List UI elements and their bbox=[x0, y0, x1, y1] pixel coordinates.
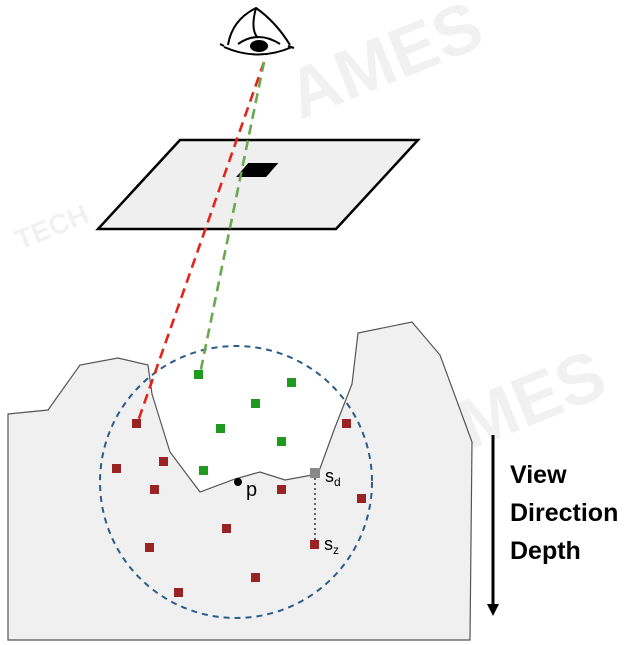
visible-samples bbox=[194, 370, 296, 475]
occluded-sample bbox=[174, 588, 183, 597]
visible-sample bbox=[194, 370, 203, 379]
occluded-samples bbox=[112, 419, 366, 597]
visible-sample bbox=[216, 424, 225, 433]
occluded-sample bbox=[132, 419, 141, 428]
label-s-z: sz bbox=[324, 534, 339, 557]
occluded-sample bbox=[150, 485, 159, 494]
eye-icon bbox=[219, 7, 295, 56]
point-p bbox=[234, 478, 242, 486]
label-s-d: sd bbox=[325, 466, 341, 489]
svg-text:TECH: TECH bbox=[11, 198, 93, 255]
view-direction-line-3: Depth bbox=[510, 537, 581, 565]
sample-kernel-circle bbox=[99, 345, 373, 619]
visible-sample bbox=[199, 466, 208, 475]
label-p: p bbox=[246, 479, 257, 501]
view-direction-line-2: Direction bbox=[510, 499, 618, 527]
occluded-sample bbox=[112, 464, 121, 473]
occluded-sample bbox=[251, 573, 260, 582]
visible-sample bbox=[277, 437, 286, 446]
occluded-sample bbox=[342, 419, 351, 428]
visible-sample bbox=[287, 378, 296, 387]
screen-plane bbox=[95, 138, 421, 231]
occluded-sample bbox=[277, 485, 286, 494]
ray-to-occluded-sample bbox=[135, 61, 266, 425]
projected-sample-sd bbox=[310, 468, 320, 478]
occluded-sample bbox=[357, 494, 366, 503]
occluded-sample bbox=[145, 543, 154, 552]
view-direction-line-1: View bbox=[510, 461, 567, 489]
occluded-sample bbox=[222, 524, 231, 533]
svg-text:AMES: AMES bbox=[276, 0, 493, 134]
visible-sample bbox=[251, 399, 260, 408]
occluded-sample bbox=[159, 457, 168, 466]
ray-to-visible-sample bbox=[198, 61, 266, 375]
projected-pixel-shape bbox=[240, 164, 272, 177]
occluded-sample bbox=[310, 540, 319, 549]
arrow-down-icon bbox=[487, 435, 499, 616]
